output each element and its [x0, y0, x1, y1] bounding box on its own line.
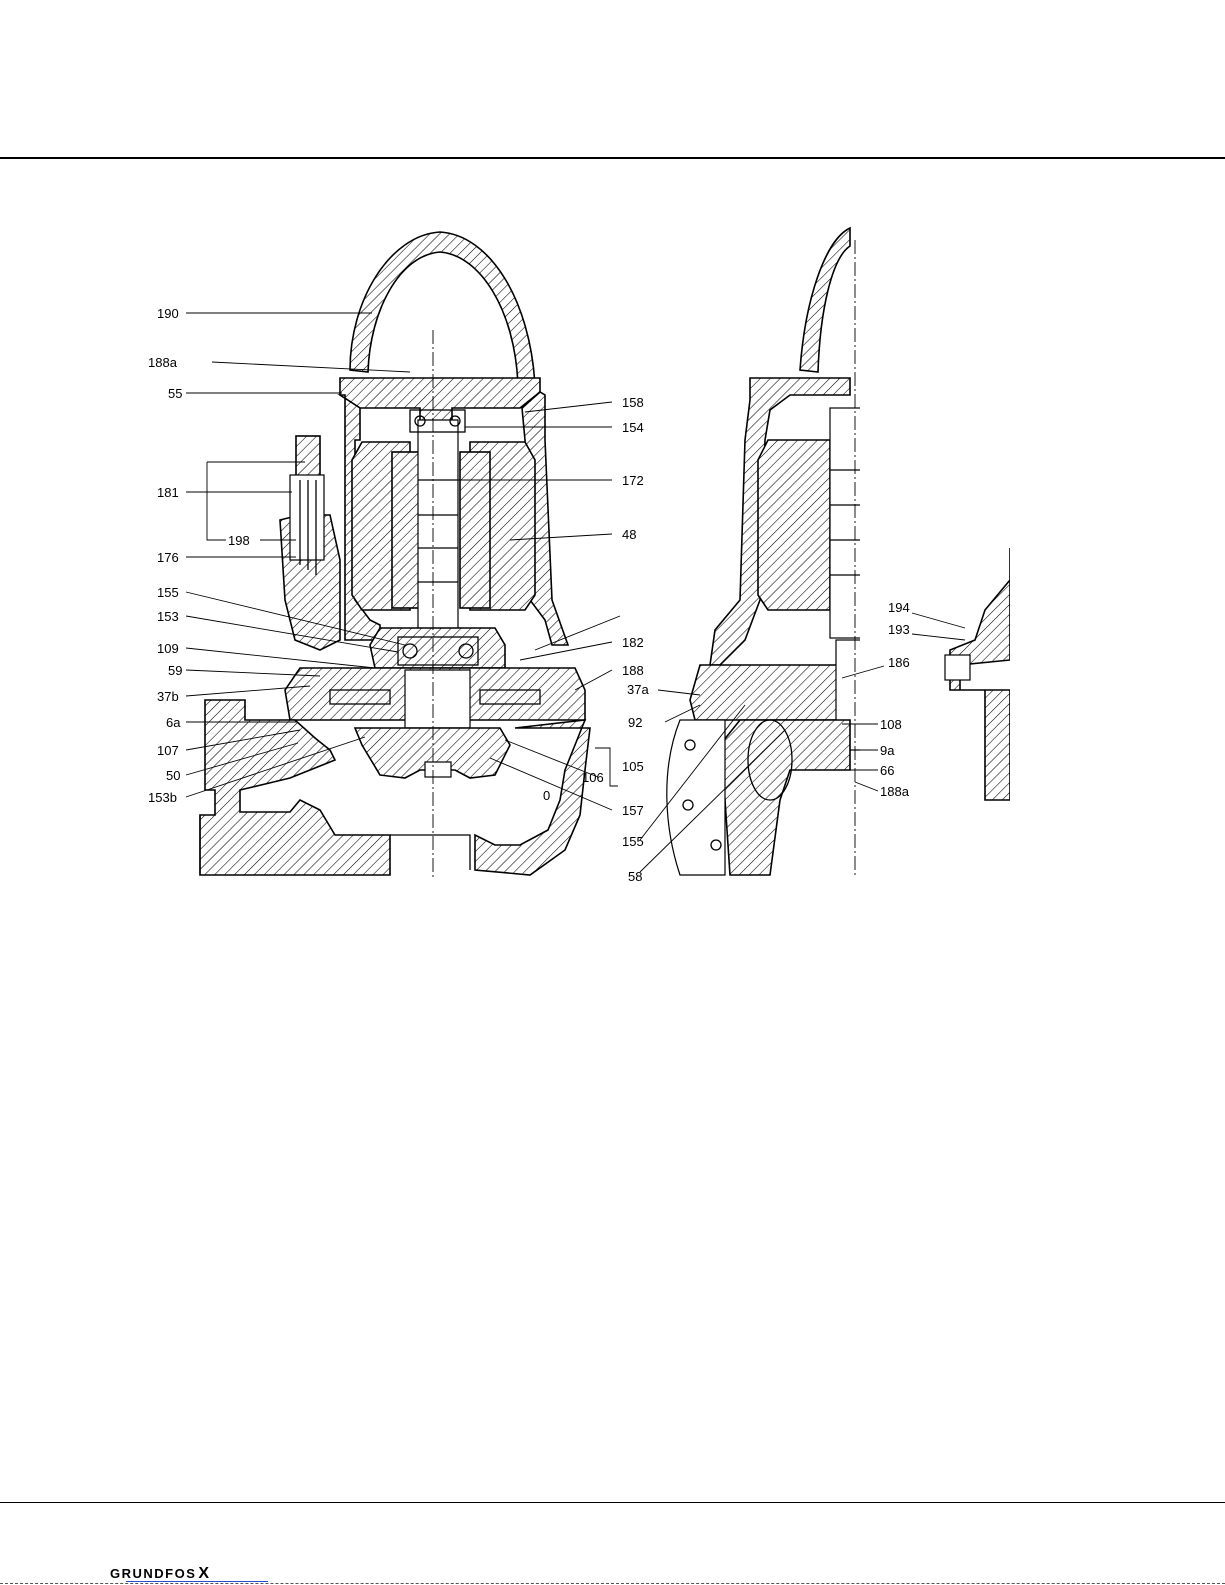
bearing-housing — [370, 628, 505, 668]
callout-105: 105 — [622, 759, 644, 774]
callout-154: 154 — [622, 420, 644, 435]
lifting-handle — [350, 232, 535, 385]
callout-190: 190 — [157, 306, 179, 321]
callout-66: 66 — [880, 763, 894, 778]
callout-107: 107 — [157, 743, 179, 758]
callout-157: 157 — [622, 803, 644, 818]
callout-153b: 153b — [148, 790, 177, 805]
callout-108: 108 — [880, 717, 902, 732]
top-cover — [340, 378, 540, 422]
callout-172: 172 — [622, 473, 644, 488]
callout-58: 58 — [628, 869, 642, 884]
right-stator — [758, 440, 830, 610]
right-seal-chamber — [690, 665, 850, 720]
callout-59: 59 — [168, 663, 182, 678]
callout-188: 188 — [622, 663, 644, 678]
pump-housing — [200, 700, 390, 875]
callout-155-right: 155 — [622, 834, 644, 849]
callout-6a: 6a — [166, 715, 181, 730]
right-shaft — [830, 408, 878, 638]
callout-37a: 37a — [627, 682, 649, 697]
callout-9a: 9a — [880, 743, 895, 758]
callout-37b: 37b — [157, 689, 179, 704]
callout-153: 153 — [157, 609, 179, 624]
footer-link-underline — [126, 1581, 268, 1582]
right-handle — [800, 228, 850, 372]
page-bottom-dashed-line — [0, 1583, 1225, 1584]
callout-176: 176 — [157, 550, 179, 565]
callout-48: 48 — [622, 527, 636, 542]
right-pump-housing — [720, 720, 850, 875]
cable-plug — [296, 436, 320, 476]
callout-194: 194 — [888, 600, 910, 615]
detail-view — [945, 548, 1010, 800]
brand-wordmark: GRUNDFOS — [110, 1566, 196, 1581]
mechanical-seal — [405, 670, 470, 728]
callout-182: 182 — [622, 635, 644, 650]
callout-55: 55 — [168, 386, 182, 401]
callout-50: 50 — [166, 768, 180, 783]
callout-106: 106 — [582, 770, 604, 785]
callout-155: 155 — [157, 585, 179, 600]
callout-92: 92 — [628, 715, 642, 730]
callout-109: 109 — [157, 641, 179, 656]
callout-188a: 188a — [148, 355, 178, 370]
callout-193: 193 — [888, 622, 910, 637]
callout-186: 186 — [888, 655, 910, 670]
callout-181: 181 — [157, 485, 179, 500]
callout-198: 198 — [228, 533, 250, 548]
brand-x-icon: X — [198, 1565, 210, 1582]
left-section-view — [200, 232, 590, 878]
footer-rule — [0, 1502, 1225, 1503]
callout-0: 0 — [543, 788, 550, 803]
right-section-view — [667, 228, 878, 878]
rotor-right — [460, 452, 490, 608]
callout-158: 158 — [622, 395, 644, 410]
callout-188a-right: 188a — [880, 784, 910, 799]
